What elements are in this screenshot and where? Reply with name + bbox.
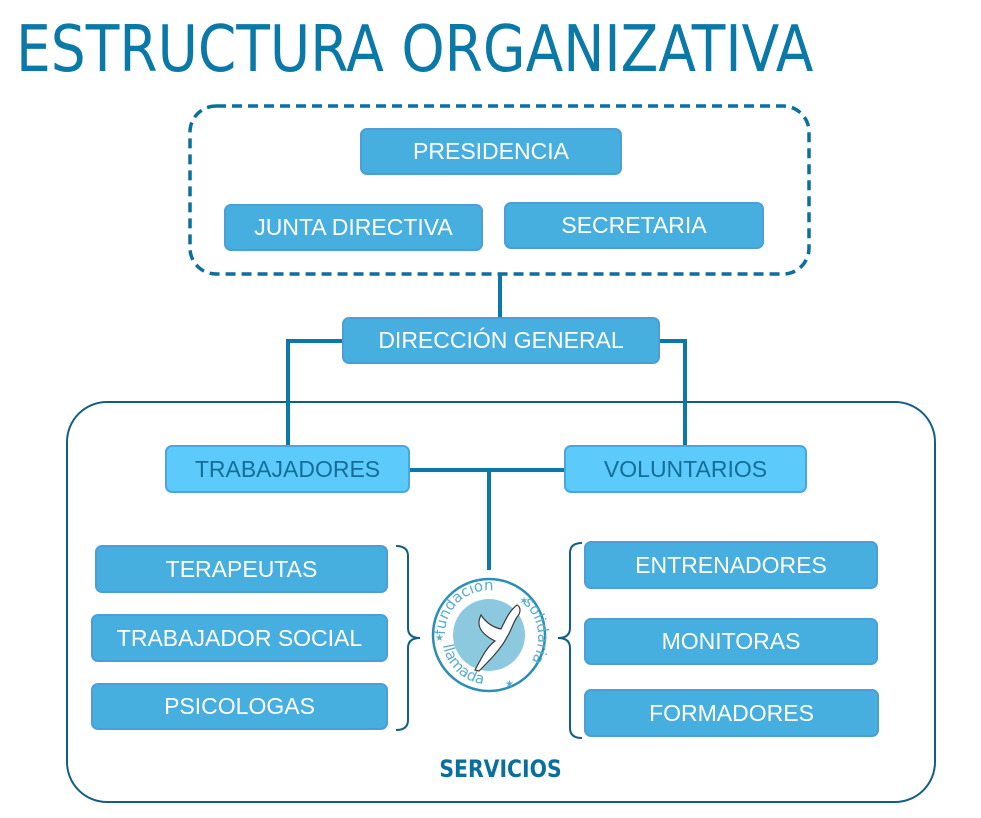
entrenadores-box: ENTRENADORES: [584, 541, 878, 589]
fundacion-logo: fundación llamada solidaria ✶ ★ ★: [431, 576, 552, 693]
direccion-general-box: DIRECCIÓN GENERAL: [342, 317, 660, 364]
secretaria-box: SECRETARIA: [504, 202, 764, 249]
voluntarios-box: VOLUNTARIOS: [564, 445, 807, 493]
trabajadores-box: TRABAJADORES: [165, 445, 410, 493]
terapeutas-label: TERAPEUTAS: [165, 555, 318, 582]
formadores-label: FORMADORES: [649, 699, 814, 726]
jumping-figure-icon: [474, 604, 521, 672]
monitoras-label: MONITORAS: [661, 628, 801, 654]
star-icon: ★: [435, 633, 444, 644]
formadores-box: FORMADORES: [584, 689, 879, 737]
star-icon: ✶: [519, 594, 529, 608]
secretaria-label: SECRETARIA: [561, 212, 707, 238]
trabajador-social-label: TRABAJADOR SOCIAL: [116, 624, 363, 651]
entrenadores-label: ENTRENADORES: [635, 551, 827, 578]
direccion-general-label: DIRECCIÓN GENERAL: [378, 327, 624, 353]
right-bracket: [557, 542, 583, 739]
trabajadores-label: TRABAJADORES: [194, 455, 381, 482]
psicologas-box: PSICOLOGAS: [91, 683, 388, 730]
terapeutas-box: TERAPEUTAS: [95, 545, 388, 593]
direccion-to-voluntarios-line: [660, 339, 687, 447]
star-icon: ★: [505, 679, 514, 690]
direccion-to-trabajadores-line: [286, 339, 342, 447]
services-container: [66, 401, 936, 803]
presidencia-box: PRESIDENCIA: [360, 128, 622, 175]
page-title: ESTRUCTURA ORGANIZATIVA: [16, 13, 814, 87]
presidencia-label: PRESIDENCIA: [413, 138, 569, 164]
psicologas-label: PSICOLOGAS: [164, 693, 315, 719]
voluntarios-label: VOLUNTARIOS: [603, 455, 768, 482]
left-bracket: [395, 545, 421, 731]
trabajador-social-box: TRABAJADOR SOCIAL: [91, 614, 388, 662]
junta-directiva-box: JUNTA DIRECTIVA: [224, 204, 483, 251]
junta-directiva-label: JUNTA DIRECTIVA: [254, 214, 453, 240]
services-label: SERVICIOS: [439, 755, 562, 783]
monitoras-box: MONITORAS: [584, 618, 878, 665]
